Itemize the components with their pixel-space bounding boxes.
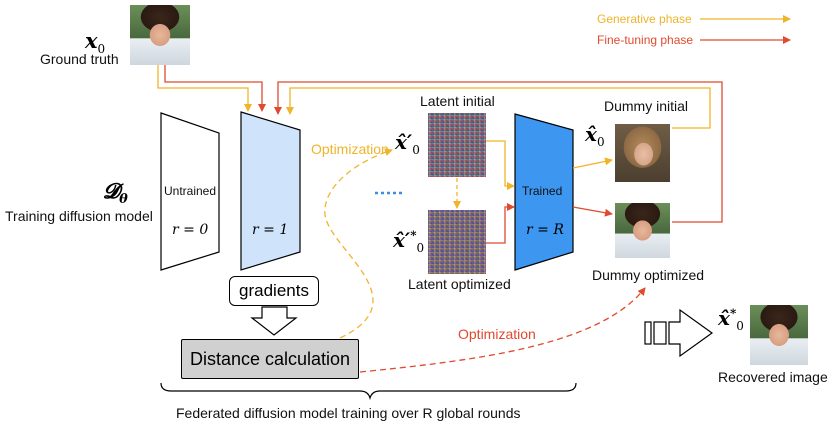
optimization-curve-red — [359, 287, 646, 373]
optimization-label-top: Optimization — [311, 141, 389, 157]
latent-optimized-sub: 0 — [416, 241, 425, 255]
dummy-optimized-label: Dummy optimized — [592, 267, 705, 283]
ground-truth-label: Ground truth — [40, 51, 119, 67]
untrained-model-shape — [160, 112, 220, 271]
gt-to-model-red — [164, 65, 266, 112]
ground-truth-sub: 0 — [97, 42, 106, 57]
recovered-sup: * — [729, 306, 737, 321]
model-symbol: 𝓓θ — [103, 178, 128, 208]
latent-initial-label: Latent initial — [420, 93, 495, 109]
latent-optimized-image — [428, 210, 486, 274]
ground-truth-image — [130, 5, 190, 65]
recovered-symbol: 𝒙̂*0 — [718, 306, 744, 333]
model-sub: θ — [119, 192, 128, 208]
legend-finetune-label: Fine-tuning phase — [597, 33, 694, 47]
latent-init-to-trained — [486, 140, 515, 190]
latent-optimized-symbol: 𝒙̂′*0 — [393, 228, 425, 255]
latent-optimized-label: Latent optimized — [408, 276, 511, 292]
latent-opt-to-trained — [486, 203, 515, 244]
recovered-label: Recovered image — [718, 369, 828, 385]
round1-model-shape — [240, 111, 301, 271]
latent-initial-sub: 0 — [412, 143, 420, 157]
federated-brace — [160, 382, 577, 401]
output-arrow-bar2 — [653, 321, 667, 345]
federated-label: Federated diffusion model training over … — [176, 405, 521, 421]
model-label: Training diffusion model — [5, 208, 153, 224]
dummy-initial-label: Dummy initial — [604, 98, 689, 114]
output-arrow-bar1 — [644, 321, 652, 345]
ground-truth-symbol: 𝒙0 — [85, 28, 106, 57]
latent-initial-symbol: 𝒙̂′0 — [395, 130, 420, 157]
recovered-image — [750, 305, 808, 365]
dummy-initial-image — [615, 124, 670, 182]
latent-optimized-sup: * — [410, 228, 417, 243]
trained-to-dummy-initial — [572, 157, 613, 169]
distance-calculation-label: Distance calculation — [189, 348, 351, 369]
loop-yellow — [286, 87, 711, 129]
dummy-initial-sub: 0 — [596, 135, 605, 149]
trained-label: Trained — [522, 184, 563, 198]
optimization-curve-yellow — [324, 148, 393, 339]
gradients-to-distance-arrow — [250, 306, 298, 336]
dummy-initial-symbol: 𝒙̂0 — [585, 122, 605, 149]
recovered-sub: 0 — [736, 319, 744, 333]
untrained-label: Untrained — [164, 184, 217, 198]
round1-round: r = 1 — [252, 222, 289, 238]
loop-red — [274, 81, 723, 223]
distance-calculation-box: Distance calculation — [181, 339, 359, 379]
dummy-optimized-image — [615, 203, 670, 258]
gt-to-model-yellow — [157, 65, 252, 112]
latent-initial-image — [428, 113, 486, 177]
trained-to-dummy-optimized — [572, 206, 613, 217]
legend-generative-label: Generative phase — [597, 12, 692, 26]
optimization-label-bottom: Optimization — [458, 326, 536, 342]
gradients-box: gradients — [229, 276, 319, 306]
trained-model-shape — [514, 113, 574, 271]
untrained-round: r = 0 — [172, 222, 209, 238]
output-arrow-head — [668, 308, 714, 358]
gradients-label: gradients — [239, 281, 309, 300]
trained-round: r = R — [526, 222, 564, 238]
